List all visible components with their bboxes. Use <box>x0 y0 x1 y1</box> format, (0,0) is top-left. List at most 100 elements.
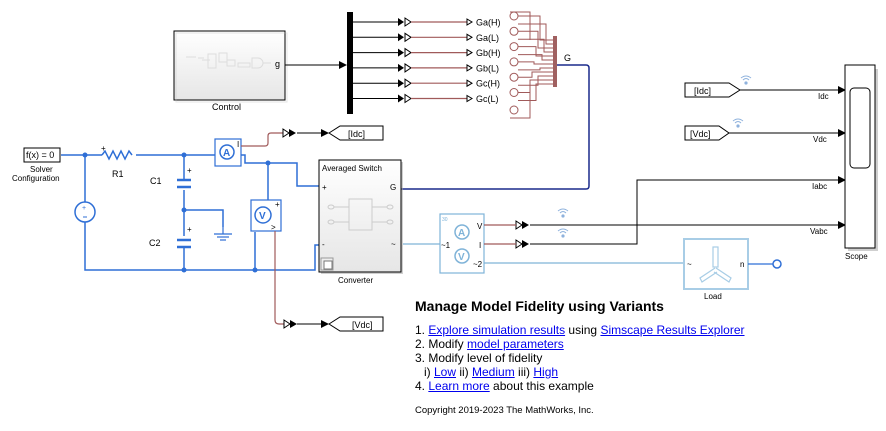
sps-converter-icon[interactable] <box>404 62 412 73</box>
ps-simulink-converter-icon[interactable] <box>515 220 523 230</box>
control-thumbnail-icon <box>186 52 271 69</box>
ps-simulink-converter-icon[interactable] <box>282 128 290 138</box>
sps-converter-icon[interactable] <box>404 17 412 27</box>
load-label: Load <box>704 292 722 301</box>
port-arrow-icon <box>466 33 473 42</box>
item2-prefix: 2. Modify <box>415 337 468 351</box>
ps-simulink-converter-icon[interactable] <box>515 239 523 249</box>
from-idc[interactable]: [Idc] <box>684 82 741 98</box>
solver-text: f(x) = 0 <box>26 150 54 160</box>
arrow-icon <box>398 18 404 26</box>
gate-mux-block[interactable]: G <box>553 36 571 87</box>
scope-input-vdc: Vdc <box>813 135 827 144</box>
demux-block[interactable] <box>347 12 353 114</box>
mux-tap-line <box>518 23 553 45</box>
goto-idc[interactable]: [Idc] <box>328 125 384 141</box>
ammeter-port-i: I <box>237 140 239 149</box>
ps-current-line[interactable] <box>241 132 283 147</box>
item1-mid: using <box>565 323 601 337</box>
learn-more-link[interactable]: Learn more <box>428 379 490 393</box>
fidelity-high-link[interactable]: High <box>533 365 559 379</box>
gate-signal-label: Gb(L) <box>476 63 499 73</box>
gate-signal-label: Gc(L) <box>476 94 499 104</box>
scope-input-vabc: Vabc <box>810 227 828 236</box>
item4-suffix: about this example <box>489 379 594 393</box>
gate-signal-label: Ga(H) <box>476 18 501 28</box>
results-explorer-link[interactable]: Simscape Results Explorer <box>600 323 745 337</box>
bus-g[interactable] <box>399 64 590 190</box>
converter-label: Converter <box>338 276 373 285</box>
three-phase-measurement-block[interactable]: 30 A V V I ~1 ~2 <box>439 213 485 274</box>
signal-logging-icon <box>732 118 744 122</box>
arrow-icon <box>398 33 404 42</box>
capacitor-c2[interactable]: + C2 <box>149 225 192 249</box>
load-block[interactable]: ~ n Load <box>683 238 749 301</box>
control-block[interactable]: g Control <box>173 30 288 112</box>
ps-voltage-line[interactable] <box>274 231 284 325</box>
neutral-port-icon[interactable] <box>772 259 782 269</box>
ammeter-icon <box>219 144 235 160</box>
c2-plus: + <box>187 225 192 234</box>
annotation-item-4: 4. Learn more about this example <box>415 379 745 393</box>
ground-icon[interactable] <box>214 227 232 241</box>
signal-logging-icon <box>557 208 569 212</box>
logging-icons <box>557 75 752 238</box>
port-arrow-icon <box>466 79 473 88</box>
voltage-sensor-icon <box>509 72 519 82</box>
goto-vdc[interactable]: [Vdc] <box>328 316 384 332</box>
ammeter-symbol: A <box>223 148 230 159</box>
fidelity-low-link[interactable]: Low <box>434 365 457 379</box>
voltmeter-icon <box>254 206 272 224</box>
goto-vdc-label: [Vdc] <box>352 320 373 330</box>
ps-simulink-converter-icon[interactable] <box>283 319 291 329</box>
scope-block[interactable]: Scope <box>844 64 878 261</box>
voltage-sensor-icon <box>509 26 519 36</box>
sps-converter-icon[interactable] <box>404 78 412 89</box>
converter-block[interactable]: Averaged Switch + G - ~ Converter <box>318 159 403 285</box>
voltage-sensor-block[interactable]: V + > <box>250 199 282 232</box>
dc-circuit-wires <box>61 154 319 271</box>
c2-label: C2 <box>149 238 161 248</box>
from-idc-label: [Idc] <box>694 86 711 96</box>
capacitor-c1[interactable]: + C1 <box>150 166 192 189</box>
signal-logging-icon <box>561 214 565 218</box>
mux-tap-line <box>518 75 553 86</box>
gate-signal-label: Gb(H) <box>476 48 501 58</box>
fidelity-medium-link[interactable]: Medium <box>472 365 515 379</box>
solver-configuration-block[interactable]: f(x) = 0 Solver Configuration <box>12 147 61 183</box>
scope-input-iabc: Iabc <box>812 182 827 191</box>
item1-prefix: 1. <box>415 323 429 337</box>
sps-converter-icon[interactable] <box>404 32 412 43</box>
voltmeter-icon <box>454 248 470 264</box>
r1-label: R1 <box>112 169 124 179</box>
port-arrow-icon <box>466 18 473 26</box>
control-label: Control <box>212 102 241 112</box>
arrow-icon <box>398 63 404 72</box>
measurement-tag: 30 <box>442 217 448 223</box>
signal-iabc[interactable] <box>530 176 846 245</box>
mux-tap-line <box>518 54 553 61</box>
c1-plus: + <box>187 166 192 175</box>
from-vdc[interactable]: [Vdc] <box>684 125 730 141</box>
arrow-icon <box>398 79 404 88</box>
sps-converter-icon[interactable] <box>404 47 412 58</box>
resistor-r1[interactable]: + R1 <box>101 144 133 179</box>
sps-converter-icon[interactable] <box>404 93 412 104</box>
mux-tap-line <box>518 61 553 65</box>
explore-results-link[interactable]: Explore simulation results <box>428 323 566 337</box>
converter-port-g: G <box>390 183 396 192</box>
signal-logging-icon <box>744 81 748 85</box>
arrow-icon <box>398 48 404 57</box>
fidelity-ii: ii) <box>456 365 473 379</box>
voltmeter-symbol: V <box>259 211 266 222</box>
model-parameters-link[interactable]: model parameters <box>467 337 564 351</box>
dc-voltage-source[interactable]: + <box>74 201 96 223</box>
from-vdc-label: [Vdc] <box>690 129 711 139</box>
current-sensor-block[interactable]: A I <box>214 138 242 167</box>
port-arrow-icon <box>466 64 473 72</box>
voltage-sensor-icon <box>509 57 519 67</box>
mux-tap-line <box>510 11 531 119</box>
mux-tap-line <box>518 71 553 78</box>
fidelity-i: i) <box>424 365 434 379</box>
